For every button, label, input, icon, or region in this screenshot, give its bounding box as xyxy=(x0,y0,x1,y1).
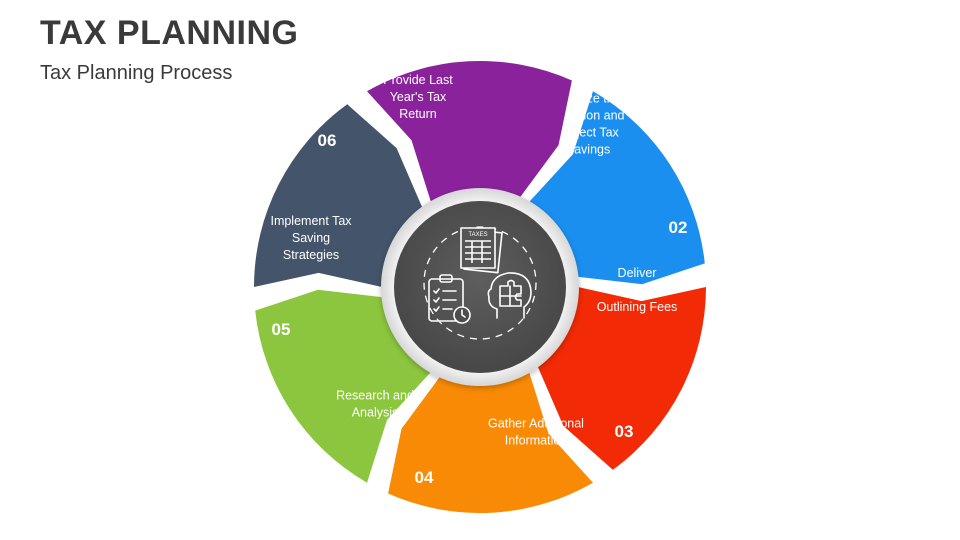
step-arrow-segment xyxy=(529,91,705,285)
step-label-line: Savings xyxy=(566,143,610,157)
clipboard-checklist-icon xyxy=(428,274,471,324)
taxes-document-icon: TAXES xyxy=(460,227,503,274)
step-number: 05 xyxy=(272,320,291,339)
step-arrow-segment xyxy=(537,287,706,470)
step-label-line: Outlining Fees xyxy=(597,300,678,314)
step-number: 04 xyxy=(415,468,434,487)
step-arrow-segment xyxy=(367,60,572,203)
step-label-line: Saving xyxy=(292,231,330,245)
step-label-line: Contract xyxy=(613,283,661,297)
center-dashed-circle xyxy=(423,226,537,340)
center-hub: TAXES xyxy=(381,188,579,386)
step-label-line: Implement Tax xyxy=(270,214,352,228)
step-label-line: Gather Additional xyxy=(488,417,584,431)
step-label-line: Project Tax xyxy=(557,126,619,140)
step-arrow-segment xyxy=(255,289,431,483)
step-label-line: Deliver xyxy=(618,266,657,280)
step-label-line: Analysis xyxy=(352,406,399,420)
step-label-line: Research and xyxy=(336,389,414,403)
taxes-label: TAXES xyxy=(468,232,487,238)
step-label-line: Information xyxy=(505,434,568,448)
step-number: 02 xyxy=(669,218,688,237)
page-title: TAX PLANNING xyxy=(40,14,299,52)
step-label-line: Situation and xyxy=(552,109,625,123)
step-label-line: Analyze the xyxy=(555,92,620,106)
step-number: 03 xyxy=(615,422,634,441)
step-label-line: Return xyxy=(399,107,437,121)
step-label-line: Strategies xyxy=(283,248,339,262)
head-puzzle-icon xyxy=(487,272,532,319)
step-arrow-segment xyxy=(388,371,593,514)
step-label-line: Provide Last xyxy=(383,73,453,87)
step-label-line: Year's Tax xyxy=(390,90,447,104)
step-arrow-segment xyxy=(254,104,423,287)
page-subtitle: Tax Planning Process xyxy=(40,62,233,84)
center-disc xyxy=(394,201,566,373)
step-number: 06 xyxy=(318,131,337,150)
